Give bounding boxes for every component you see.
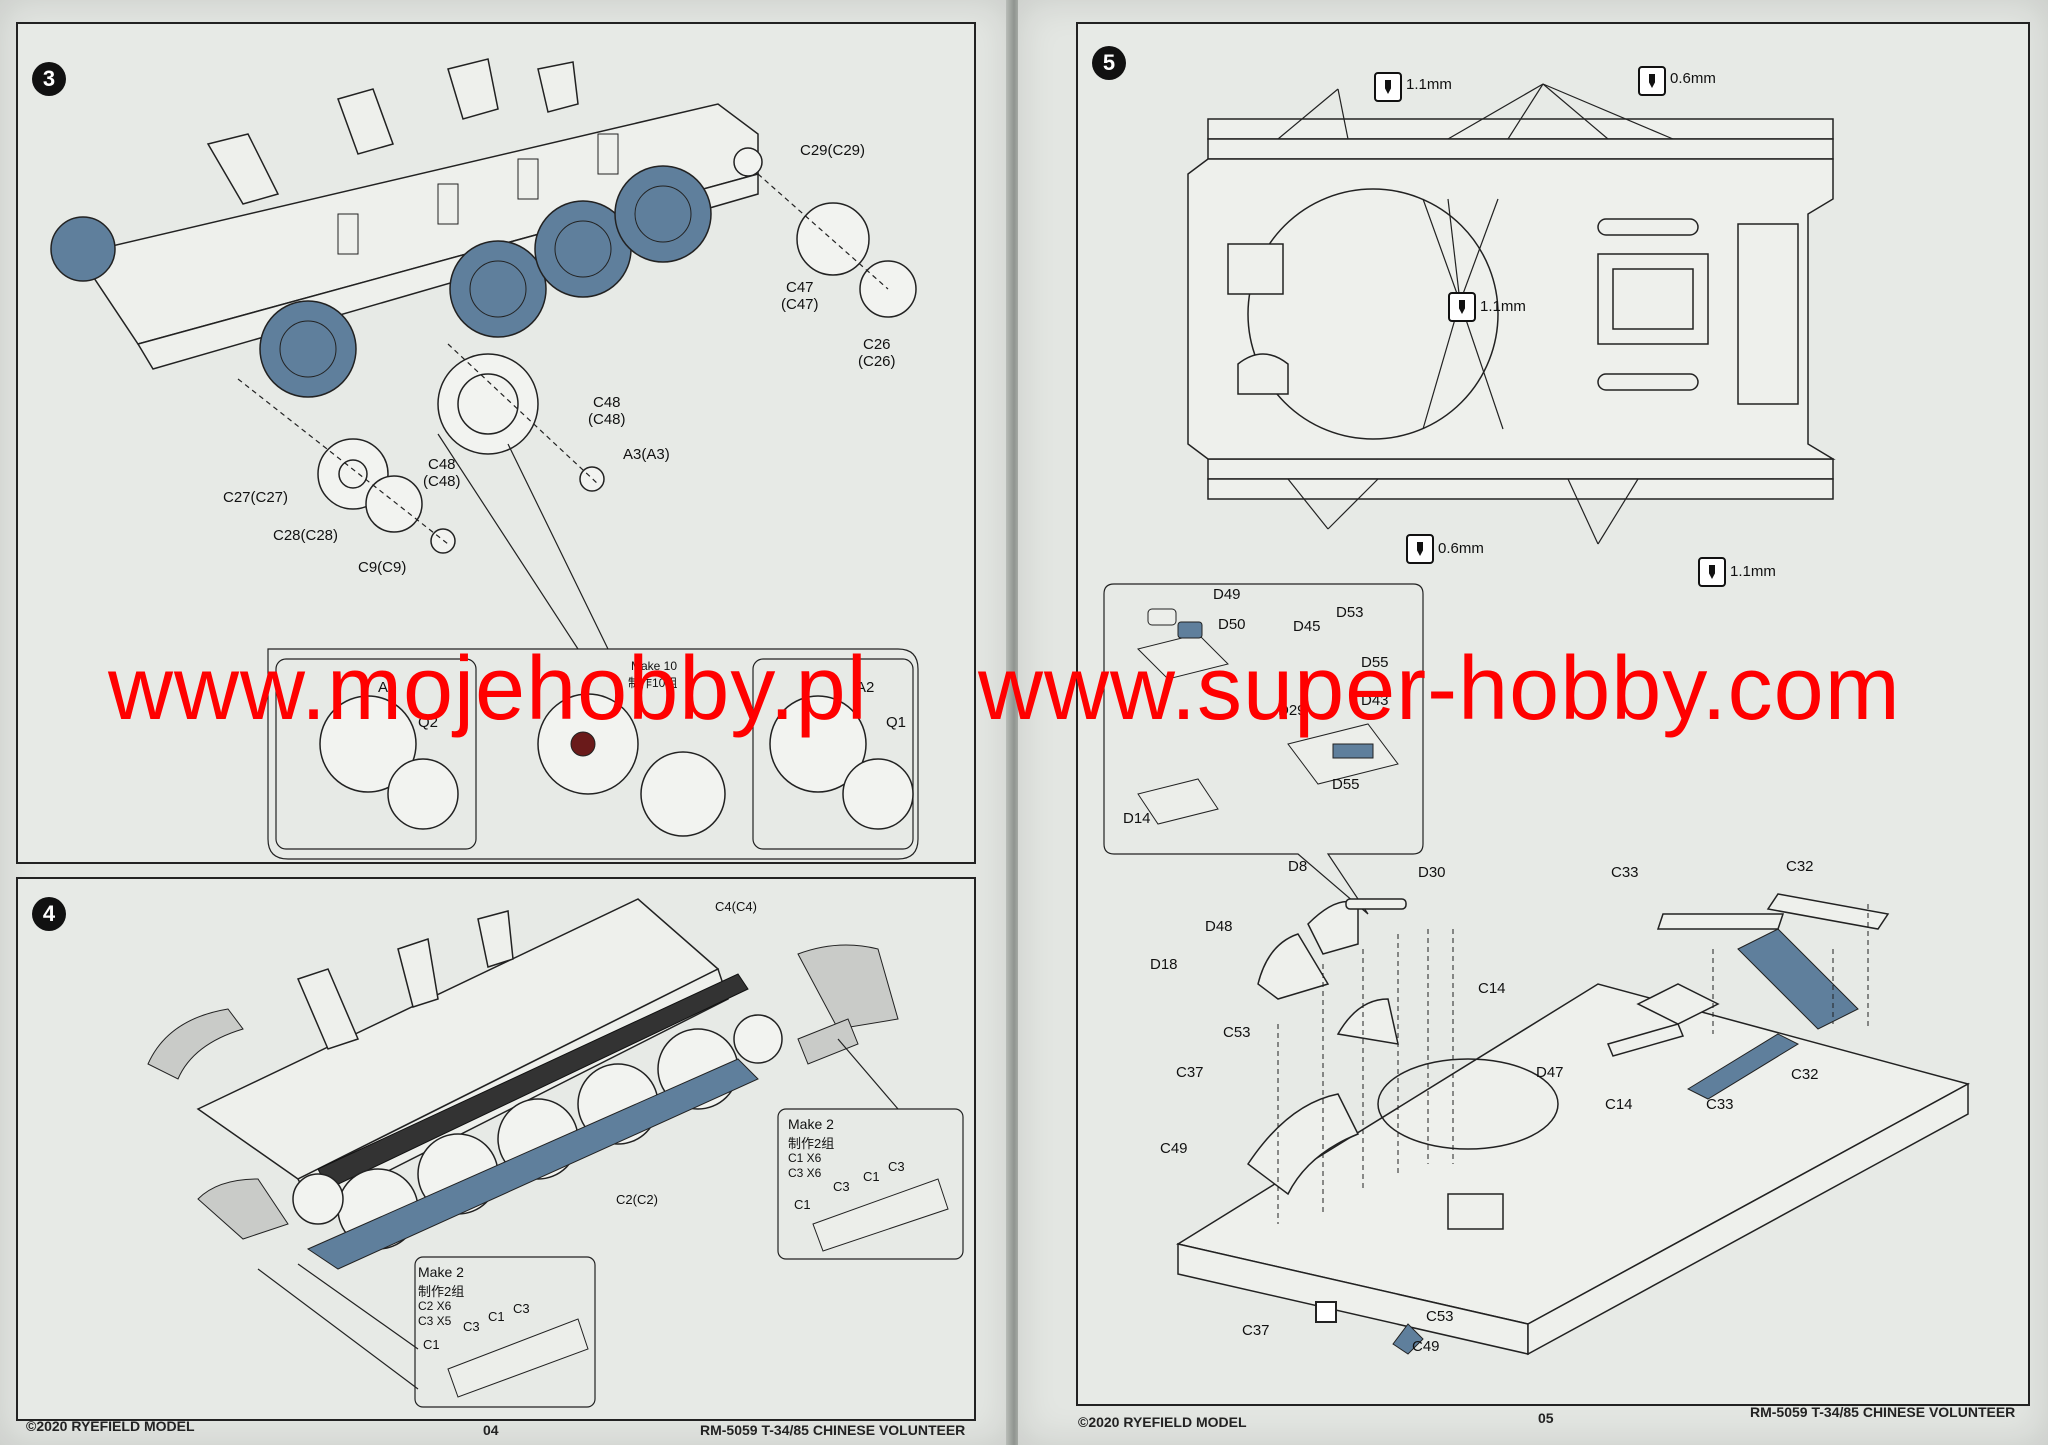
label-q1: Q1 xyxy=(886,714,907,731)
hole-label-center: 1.1mm xyxy=(1480,298,1526,315)
footer-product-right: RM-5059 T-34/85 CHINESE VOLUNTEER xyxy=(1750,1404,2016,1420)
label-a3: A3(A3) xyxy=(623,446,670,463)
label-c32-a: C32 xyxy=(1786,858,1814,875)
note-c2x6: C2 X6 xyxy=(418,1299,452,1313)
label-c37-b: C37 xyxy=(1242,1322,1270,1339)
label-d29: D29 xyxy=(1278,702,1306,719)
drill-icon-bottom-right xyxy=(1698,557,1726,587)
step-3-badge: 3 xyxy=(32,62,66,96)
note-right-c1b: C1 xyxy=(863,1169,880,1184)
note-c3x6: C3 X6 xyxy=(788,1166,822,1180)
drill-icon-bottom-left xyxy=(1406,534,1434,564)
label-c37-a: C37 xyxy=(1176,1064,1204,1081)
label-d48: D48 xyxy=(1205,918,1233,935)
label-c14-b: C14 xyxy=(1605,1096,1633,1113)
watermark-mojehobby: www.mojehobby.pl xyxy=(108,639,868,739)
drill-icon-top-right xyxy=(1638,66,1666,96)
label-d47: D47 xyxy=(1536,1064,1564,1081)
step-3-panel: 3 xyxy=(16,22,976,864)
label-c53-b: C53 xyxy=(1426,1308,1454,1325)
footer-product: RM-5059 T-34/85 CHINESE VOLUNTEER xyxy=(700,1422,966,1438)
label-c28: C28(C28) xyxy=(273,527,339,544)
footer-page-number-right: 05 xyxy=(1538,1410,1554,1426)
label-a2-right: A2 xyxy=(856,679,875,696)
label-make10-cn: 制作10组 xyxy=(628,676,678,690)
label-d50: D50 xyxy=(1218,616,1246,633)
label-d14: D14 xyxy=(1123,810,1151,827)
hole-label-bottom-left: 0.6mm xyxy=(1438,540,1484,557)
left-page: 3 xyxy=(0,0,1010,1445)
note-left-c1: C1 xyxy=(423,1337,440,1352)
label-make10: Make 10 xyxy=(631,659,678,673)
note-right-c3a: C3 xyxy=(833,1179,850,1194)
label-d55-b: D55 xyxy=(1332,776,1360,793)
label-d55-a: D55 xyxy=(1361,654,1389,671)
label-d43: D43 xyxy=(1361,692,1389,709)
label-c48-a: C48 (C48) xyxy=(588,394,626,428)
note-make2-left-cn: 制作2组 xyxy=(418,1284,465,1299)
note-c3x5: C3 X5 xyxy=(418,1314,452,1328)
label-c27: C27(C27) xyxy=(223,489,289,506)
label-c26: C26 (C26) xyxy=(858,336,896,370)
label-c9: C9(C9) xyxy=(358,559,407,576)
label-d53: D53 xyxy=(1336,604,1364,621)
label-c48-b: C48 (C48) xyxy=(423,456,461,490)
step-5-panel: 5 xyxy=(1076,22,2030,1406)
step-5-badge: 5 xyxy=(1092,46,1126,80)
note-right-c1: C1 xyxy=(794,1197,811,1212)
hole-label-top-left: 1.1mm xyxy=(1406,76,1452,93)
step-3-illustration xyxy=(50,58,919,860)
step-4-badge: 4 xyxy=(32,897,66,931)
note-c1x6: C1 X6 xyxy=(788,1151,822,1165)
watermark-super-hobby: www.super-hobby.com xyxy=(978,639,1901,739)
note-right-c3b: C3 xyxy=(888,1159,905,1174)
step-5-illustration xyxy=(1103,83,1970,1356)
label-c32-b: C32 xyxy=(1791,1066,1819,1083)
footer-copyright-right: ©2020 RYEFIELD MODEL xyxy=(1078,1414,1247,1430)
label-d18: D18 xyxy=(1150,956,1178,973)
label-q2: Q2 xyxy=(418,714,439,731)
label-c29: C29(C29) xyxy=(800,142,866,159)
label-d45: D45 xyxy=(1293,618,1321,635)
label-d30: D30 xyxy=(1418,864,1446,881)
label-d49: D49 xyxy=(1213,586,1241,603)
note-left-c1b: C1 xyxy=(488,1309,505,1324)
label-c33-a: C33 xyxy=(1611,864,1639,881)
label-c14-a: C14 xyxy=(1478,980,1506,997)
note-left-c3b: C3 xyxy=(513,1301,530,1316)
step-4-panel: 4 xyxy=(16,877,976,1421)
label-c2: C2(C2) xyxy=(616,1192,658,1207)
footer-page-number: 04 xyxy=(483,1422,499,1438)
label-c49-a: C49 xyxy=(1160,1140,1188,1157)
note-make2-right-cn: 制作2组 xyxy=(788,1136,835,1151)
hole-label-top-right: 0.6mm xyxy=(1670,70,1716,87)
step-4-illustration xyxy=(147,898,964,1408)
label-c33-b: C33 xyxy=(1706,1096,1734,1113)
label-c49-b: C49 xyxy=(1412,1338,1440,1355)
drill-icon-center xyxy=(1448,292,1476,322)
footer-copyright: ©2020 RYEFIELD MODEL xyxy=(26,1418,195,1434)
label-d8: D8 xyxy=(1288,858,1308,875)
label-c53-a: C53 xyxy=(1223,1024,1251,1041)
right-page: 5 xyxy=(1018,0,2048,1445)
hole-label-bottom-right: 1.1mm xyxy=(1730,563,1776,580)
note-left-c3a: C3 xyxy=(463,1319,480,1334)
label-a2-left: A2 xyxy=(378,679,397,696)
label-c47: C47 (C47) xyxy=(781,279,819,313)
note-make2-left: Make 2 xyxy=(418,1264,464,1280)
drill-icon-top-left xyxy=(1374,72,1402,102)
note-make2-right: Make 2 xyxy=(788,1116,834,1132)
label-c4: C4(C4) xyxy=(715,899,757,914)
